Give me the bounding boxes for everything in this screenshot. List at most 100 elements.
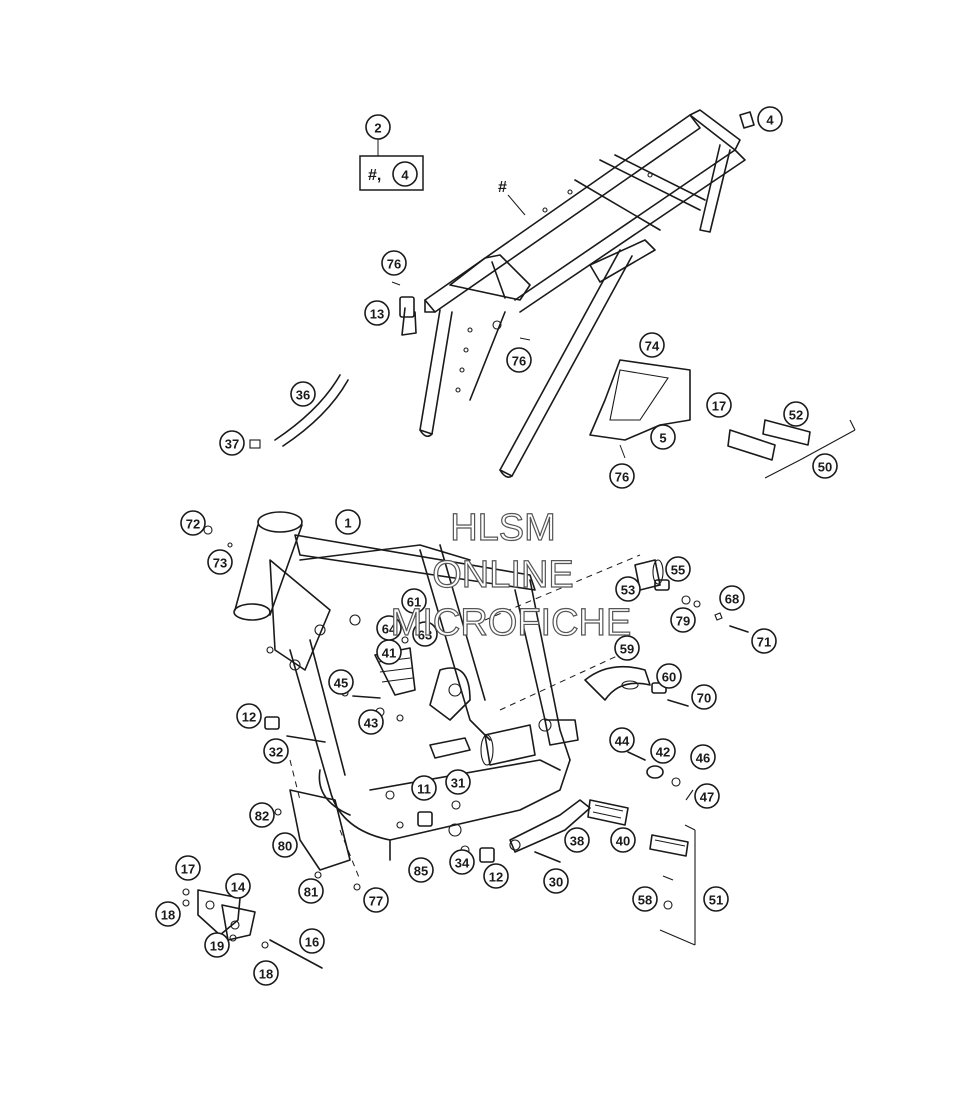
assembly-ref-2: 2 xyxy=(365,114,391,140)
callout-circle xyxy=(690,744,716,770)
right-side-parts xyxy=(509,559,749,946)
callout-number: 16 xyxy=(305,935,319,950)
callout-32: 32 xyxy=(263,738,289,764)
callout-52: 52 xyxy=(783,401,809,427)
callout-11: 11 xyxy=(411,775,437,801)
callout-circle xyxy=(609,727,635,753)
callout-circle xyxy=(650,738,676,764)
callout-number: 17 xyxy=(181,862,195,877)
callout-circle xyxy=(299,928,325,954)
callout-number: 37 xyxy=(225,437,239,452)
callout-58: 58 xyxy=(632,886,658,912)
callout-circle xyxy=(272,832,298,858)
callout-31: 31 xyxy=(445,769,471,795)
callout-number: 63 xyxy=(418,628,432,643)
callout-circle xyxy=(364,300,390,326)
callout-circle xyxy=(449,849,475,875)
callout-number: 46 xyxy=(696,751,710,766)
callout-38: 38 xyxy=(564,827,590,853)
callout-circle xyxy=(757,106,783,132)
callout-circle xyxy=(225,873,251,899)
callout-76: 76 xyxy=(609,463,635,489)
callout-77: 77 xyxy=(363,887,389,913)
callout-circle xyxy=(363,887,389,913)
callout-number: 55 xyxy=(671,563,685,578)
callout-circle xyxy=(614,635,640,661)
svg-text:4: 4 xyxy=(401,168,409,183)
callout-37: 37 xyxy=(219,430,245,456)
callout-number: 13 xyxy=(370,307,384,322)
callout-44: 44 xyxy=(609,727,635,753)
callout-number: 17 xyxy=(712,399,726,414)
callout-circle xyxy=(506,347,532,373)
callout-number: 70 xyxy=(697,691,711,706)
callout-circle xyxy=(483,863,509,889)
watermark-line2: ONLINE xyxy=(432,554,573,596)
callout-number: 82 xyxy=(255,809,269,824)
callout-16: 16 xyxy=(299,928,325,954)
callout-circle xyxy=(639,332,665,358)
watermark-line1: HLSM xyxy=(450,507,556,549)
callout-circle xyxy=(381,250,407,276)
callout-82: 82 xyxy=(249,802,275,828)
callout-4: 4 xyxy=(757,106,783,132)
callout-circle xyxy=(236,703,262,729)
callout-number: 77 xyxy=(369,894,383,909)
callout-80: 80 xyxy=(272,832,298,858)
callout-number: 30 xyxy=(549,875,563,890)
callout-circle xyxy=(650,424,676,450)
callout-circle xyxy=(376,615,402,641)
callout-circle xyxy=(812,453,838,479)
callout-circle xyxy=(670,607,696,633)
callout-number: 80 xyxy=(278,839,292,854)
callout-number: 11 xyxy=(417,782,431,797)
callout-number: 68 xyxy=(725,592,739,607)
callout-number: 85 xyxy=(414,864,428,879)
callout-circle xyxy=(249,802,275,828)
callout-number: 18 xyxy=(259,967,273,982)
assembly-box-hash: #, xyxy=(368,167,381,184)
callout-46: 46 xyxy=(690,744,716,770)
callout-circle xyxy=(564,827,590,853)
callout-number: 45 xyxy=(334,676,348,691)
callout-circle xyxy=(610,827,636,853)
callout-45: 45 xyxy=(328,669,354,695)
callout-circle xyxy=(180,510,206,536)
callout-1: 1 xyxy=(335,509,361,535)
callout-circle xyxy=(219,430,245,456)
callout-circle xyxy=(204,932,230,958)
callout-number: 34 xyxy=(455,856,470,871)
callout-number: 61 xyxy=(407,595,421,610)
callout-51: 51 xyxy=(703,886,729,912)
callout-circle xyxy=(253,960,279,986)
callout-number: 36 xyxy=(296,388,310,403)
callout-circle xyxy=(615,576,641,602)
callout-circle xyxy=(783,401,809,427)
callout-circle xyxy=(328,669,354,695)
callout-13: 13 xyxy=(364,300,390,326)
top-small-parts xyxy=(249,111,856,479)
callout-14: 14 xyxy=(225,873,251,899)
callout-12: 12 xyxy=(483,863,509,889)
callout-number: 81 xyxy=(304,885,318,900)
callout-number: 76 xyxy=(615,470,629,485)
callout-number: 50 xyxy=(818,460,832,475)
callout-number: 64 xyxy=(382,622,397,637)
callout-number: 47 xyxy=(700,790,714,805)
callout-59: 59 xyxy=(614,635,640,661)
callout-number: 42 xyxy=(656,745,670,760)
callout-circle xyxy=(290,381,316,407)
callout-number: 31 xyxy=(451,776,465,791)
callout-number: 1 xyxy=(344,516,351,531)
callout-34: 34 xyxy=(449,849,475,875)
callout-circle xyxy=(703,886,729,912)
callout-number: 59 xyxy=(620,642,634,657)
callout-71: 71 xyxy=(751,628,777,654)
callout-number: 52 xyxy=(789,408,803,423)
callout-61: 61 xyxy=(401,588,427,614)
callout-number: 40 xyxy=(616,834,630,849)
callout-number: 79 xyxy=(676,614,690,629)
callout-53: 53 xyxy=(615,576,641,602)
callout-circle xyxy=(207,549,233,575)
callout-number: 51 xyxy=(709,893,723,908)
